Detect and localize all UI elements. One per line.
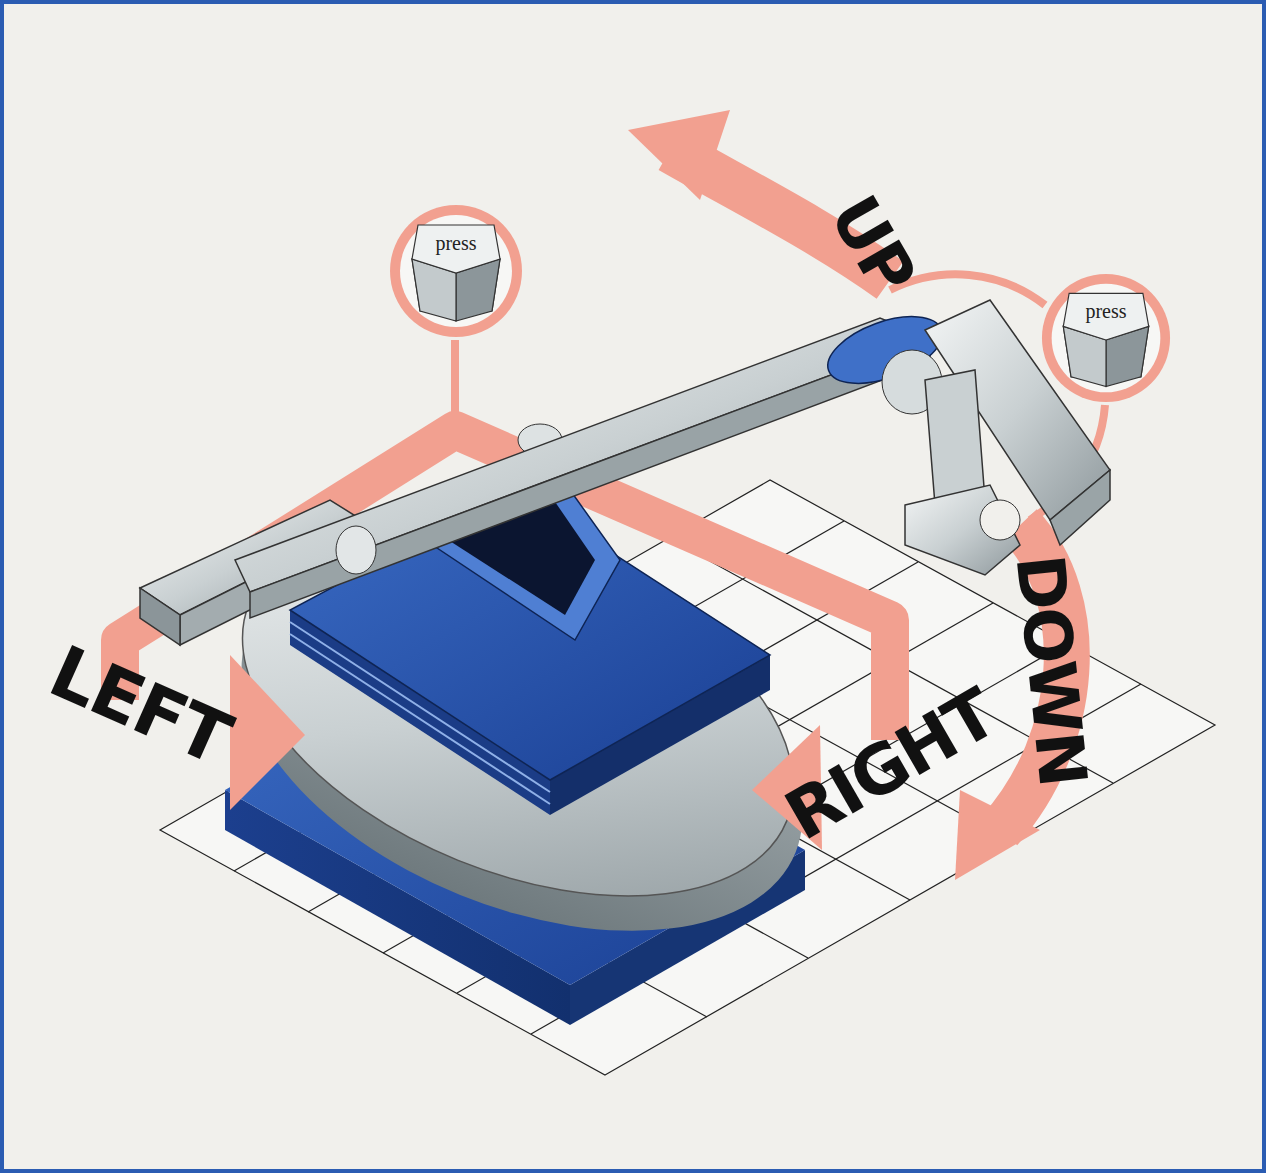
key-callout-circle: press [1040,272,1172,404]
direction-label: LEFT [41,634,240,775]
key-label: press [1040,301,1172,321]
robot-arm [140,300,1110,645]
key-label: press [388,233,524,253]
direction-label: UP [819,186,925,304]
up-arrowhead [628,110,730,200]
callout-circle-shape [1040,272,1172,404]
down-arrowhead [955,790,1040,880]
left-arrowhead [230,655,305,810]
callout-circle-shape [388,203,524,339]
key-callout-circle: press [388,203,524,339]
